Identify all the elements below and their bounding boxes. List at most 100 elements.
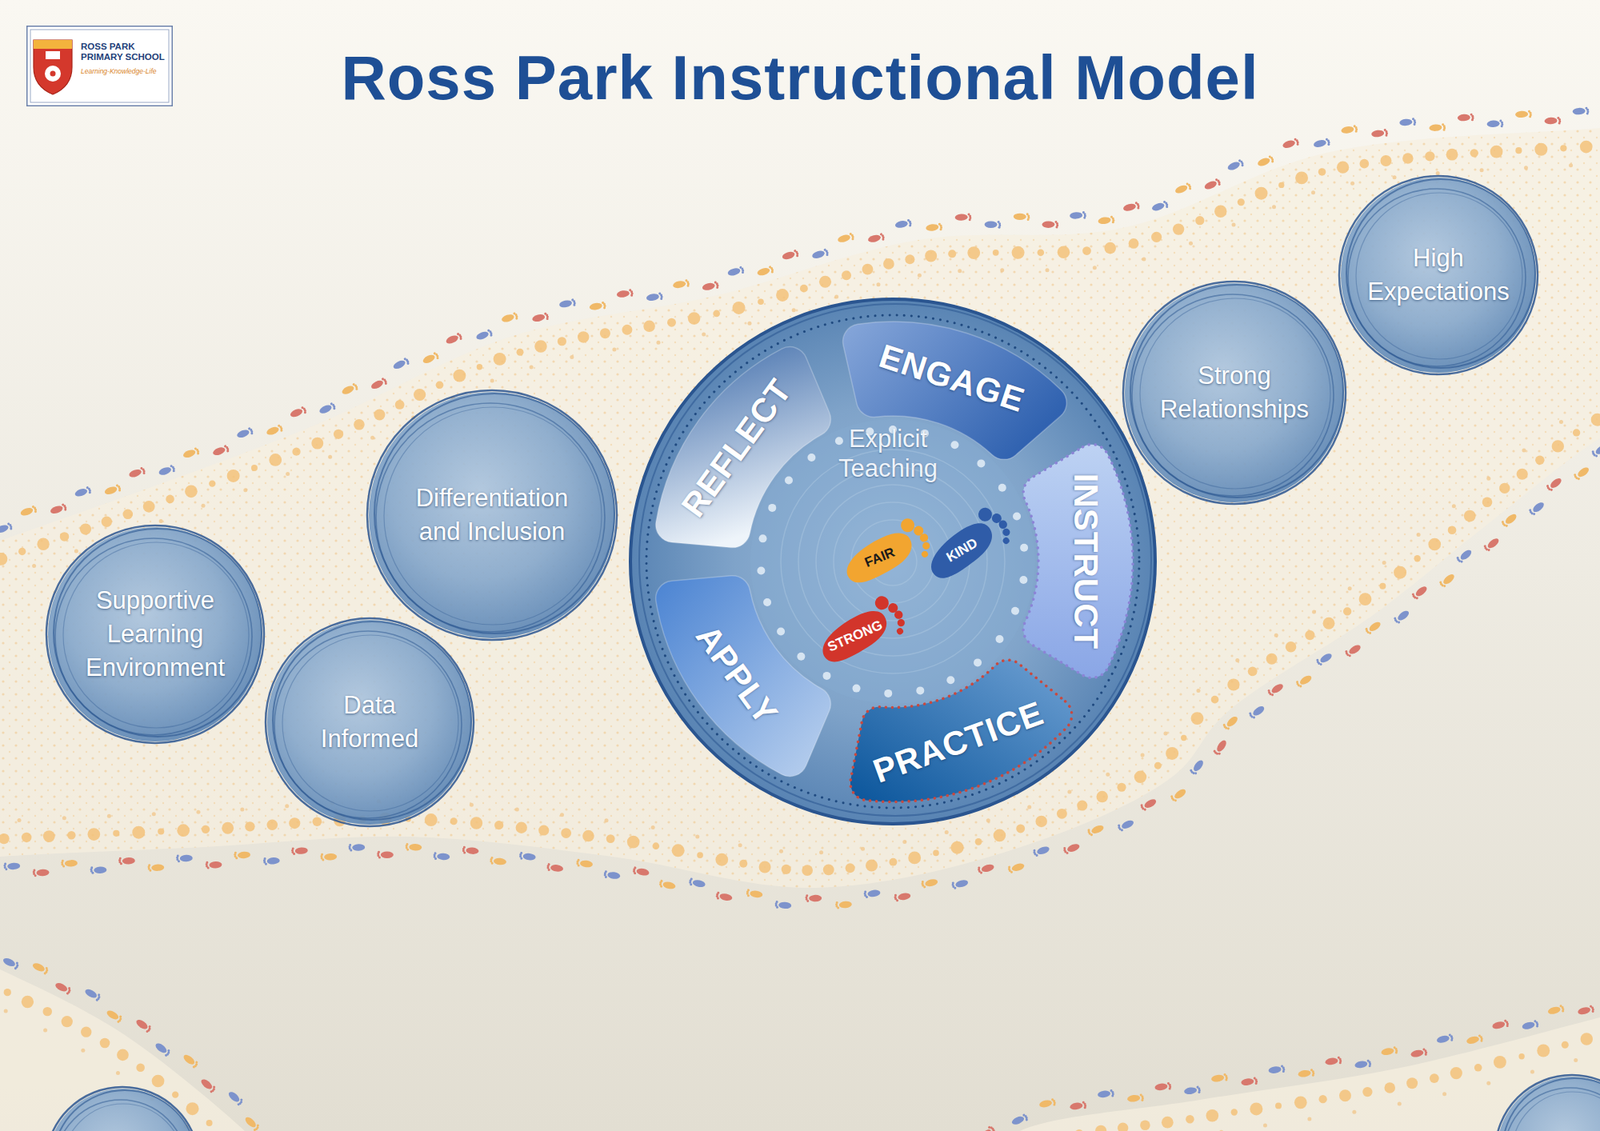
footprint-sole <box>180 855 193 863</box>
footprint-toe <box>1393 616 1397 620</box>
principle-circle: Supportive Learning Environment <box>43 522 268 747</box>
footprint-sole <box>1457 113 1472 121</box>
band-dot <box>1188 241 1193 246</box>
footprint-mark <box>1013 212 1031 221</box>
white-dot <box>976 459 985 468</box>
footprint-mark <box>32 868 50 878</box>
footprint-mark <box>1210 1073 1228 1084</box>
footprint-sole <box>1324 1057 1339 1067</box>
band-dot <box>116 1048 129 1061</box>
footprint-mark <box>49 503 68 516</box>
band-dot <box>917 273 922 278</box>
footprint-toe <box>689 877 693 881</box>
band-dot <box>1348 586 1352 591</box>
circle-shape <box>1336 172 1541 378</box>
footprint-toe <box>1586 112 1589 115</box>
footprint-toe <box>320 853 324 856</box>
band-dot <box>333 429 344 440</box>
footprint-mark <box>756 264 775 277</box>
band-dot <box>651 825 656 830</box>
band-dot <box>865 859 878 872</box>
band-dot <box>1117 1123 1128 1131</box>
footprint-sole <box>208 861 222 869</box>
footprint-sole <box>727 267 742 277</box>
footprint-sole <box>134 1018 149 1032</box>
band-dot <box>883 258 895 270</box>
band-dot <box>1516 468 1528 480</box>
footprint-mark <box>199 1077 217 1095</box>
band-dot <box>1536 1044 1550 1058</box>
footprint-mark <box>153 1041 172 1058</box>
footprint-sole <box>1531 500 1546 515</box>
band-dot <box>1248 666 1258 676</box>
band-dot <box>240 807 244 812</box>
foot-toe <box>895 627 904 636</box>
footprint-toe <box>205 861 208 864</box>
footprint-mark <box>157 464 176 477</box>
circle-ring <box>1140 298 1331 489</box>
footprint-toe <box>1316 658 1320 662</box>
band-dot <box>227 469 240 483</box>
band-dot <box>1266 653 1278 665</box>
footprint-sole <box>1268 1065 1282 1075</box>
footprint-toe <box>1111 1094 1114 1097</box>
footprint-mark <box>320 852 337 862</box>
footprint-sole <box>421 353 436 365</box>
band-dot <box>534 340 547 352</box>
footprint-toe <box>1083 216 1086 220</box>
circle-ring <box>54 1100 188 1131</box>
node-text: INSTRUCT <box>1066 473 1105 650</box>
white-dot <box>776 627 785 636</box>
band-dot <box>353 419 365 431</box>
foot-toe <box>895 617 906 628</box>
circle-fill <box>47 1088 198 1131</box>
footprint-toe <box>1197 1091 1200 1094</box>
footprint-mark <box>1371 128 1389 139</box>
band-dot <box>1074 1129 1084 1131</box>
school-shield <box>33 40 72 95</box>
footprint-mark <box>1590 443 1600 459</box>
band-dot <box>1154 762 1162 770</box>
footprint-sole <box>7 862 20 870</box>
foot-toe <box>920 549 929 559</box>
shield-flower-centre <box>50 71 56 77</box>
band-dot <box>1027 804 1032 809</box>
white-dot <box>852 684 861 693</box>
footprint-toe <box>1395 1051 1399 1055</box>
footprint-mark <box>376 851 394 860</box>
footprint-mark <box>1041 220 1059 229</box>
circle-ring <box>272 621 472 820</box>
band-dot <box>557 336 567 346</box>
footprint-sole <box>1097 216 1112 225</box>
footprint-toe <box>1063 847 1067 851</box>
band-dot <box>759 860 772 873</box>
band-dot <box>732 301 746 315</box>
band-dot <box>60 532 69 541</box>
band-dot <box>975 838 983 846</box>
footprint-toe <box>1140 1099 1144 1102</box>
band-dot <box>600 328 611 339</box>
footprint-mark <box>1399 117 1417 128</box>
footprint-mark <box>1380 1046 1399 1058</box>
footprint-toe <box>997 226 1000 229</box>
footprint-toe <box>805 894 808 897</box>
footprint-toe <box>770 270 774 274</box>
band-dot <box>1231 1108 1238 1116</box>
footprint-sole <box>558 299 572 308</box>
band-dot <box>1359 592 1372 606</box>
band-dot <box>1343 607 1352 616</box>
white-dot <box>946 676 955 684</box>
footprint-mark <box>421 351 440 366</box>
band-dot <box>738 843 743 848</box>
footprint-sole <box>1215 739 1228 754</box>
footprint-mark <box>1240 1076 1259 1088</box>
footprint-toe <box>1384 133 1388 136</box>
path-band <box>0 124 1600 888</box>
footprint-mark <box>1069 211 1087 220</box>
circle-ring <box>374 393 615 634</box>
band-dot <box>116 1071 120 1076</box>
footprint-toe <box>851 237 855 241</box>
cycle-segment: ENGAGE <box>836 318 1078 470</box>
white-dot <box>768 504 776 512</box>
circle-shape <box>364 387 620 644</box>
